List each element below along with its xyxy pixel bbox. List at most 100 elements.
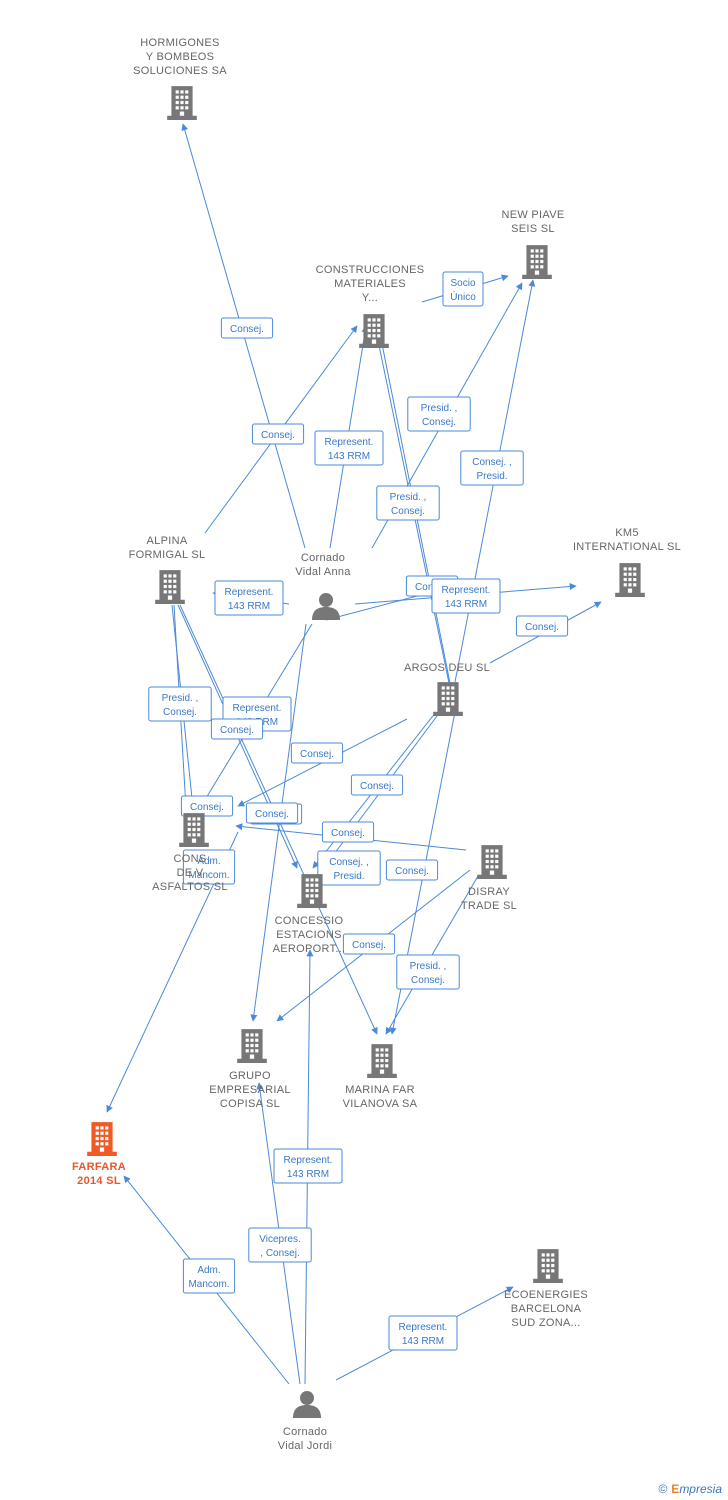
edge-label-text: 143 RRM bbox=[287, 1169, 329, 1180]
edge-label-box bbox=[314, 430, 384, 466]
edge-label-box bbox=[245, 802, 299, 824]
node-label: KM5 bbox=[615, 527, 639, 539]
edge-label-text: Consej. bbox=[230, 324, 264, 335]
edge-label[interactable]: Represent.143 RRM bbox=[314, 430, 384, 466]
edge-label-box bbox=[210, 718, 264, 740]
edge-label-text: Presid. bbox=[476, 471, 507, 482]
edge-label-text: Mancom. bbox=[188, 870, 229, 881]
edge-label[interactable]: Vicepres., Consej. bbox=[248, 1227, 312, 1263]
edge-label[interactable]: Consej. bbox=[385, 859, 439, 881]
edge-label[interactable]: Consej. bbox=[515, 615, 569, 637]
node-label: DISRAY bbox=[468, 886, 510, 898]
edge-label[interactable]: Consej. bbox=[350, 774, 404, 796]
building-icon bbox=[167, 86, 197, 120]
edge-label[interactable]: Presid. , Consej. bbox=[407, 396, 471, 432]
edge-label[interactable]: Adm. Mancom. bbox=[182, 1258, 236, 1294]
edge-label-text: Presid. bbox=[333, 871, 364, 882]
edge-label[interactable]: Represent. 143 RRM bbox=[214, 580, 284, 616]
node-argos[interactable]: ARGOS DEU SL bbox=[404, 662, 490, 716]
edge-label[interactable]: Consej. bbox=[290, 742, 344, 764]
node-construcciones[interactable]: CONSTRUCCIONESMATERIALESY... bbox=[316, 264, 425, 348]
node-label: MARINA FAR bbox=[345, 1084, 415, 1096]
building-icon bbox=[522, 245, 552, 279]
edge-label[interactable]: Presid. ,Consej. bbox=[148, 686, 212, 722]
building-icon bbox=[155, 570, 185, 604]
edge-label-text: Consej. bbox=[220, 725, 254, 736]
node-label: BARCELONA bbox=[511, 1303, 582, 1315]
copyright-symbol: © bbox=[658, 1482, 668, 1496]
edge-label-text: Consej. bbox=[352, 940, 386, 951]
edge-label-text: Consej. , bbox=[472, 457, 511, 468]
edge-label-text: Consej. bbox=[255, 809, 289, 820]
edge-label[interactable]: Consej. bbox=[210, 718, 264, 740]
edge-label-box bbox=[248, 1227, 312, 1263]
edge-label-text: Consej. , bbox=[329, 857, 368, 868]
edge-label-box bbox=[182, 849, 236, 885]
edge-label-text: Represent. bbox=[225, 587, 274, 598]
edge-label[interactable]: Adm. Mancom. bbox=[182, 849, 236, 885]
node-label: EMPRESARIAL bbox=[209, 1084, 291, 1096]
node-label: CONSTRUCCIONES bbox=[316, 264, 425, 276]
edge-label-text: Mancom. bbox=[188, 1279, 229, 1290]
node-label: Vidal Anna bbox=[295, 566, 351, 578]
node-label: COPISA SL bbox=[220, 1098, 280, 1110]
edge-label[interactable]: Consej. , Presid. bbox=[460, 450, 524, 486]
edge-label-box bbox=[182, 1258, 236, 1294]
edge-label-text: Consej. bbox=[422, 417, 456, 428]
node-concessio[interactable]: CONCESSIOESTACIONSAEROPORT... bbox=[273, 874, 346, 955]
node-label: GRUPO bbox=[229, 1070, 271, 1082]
edge-label-text: Adm. bbox=[197, 1265, 220, 1276]
edge-label-box bbox=[442, 271, 484, 307]
edge-label[interactable]: Consej. bbox=[251, 423, 305, 445]
edge-label[interactable]: Consej. bbox=[342, 933, 396, 955]
edge-label-text: Consej. bbox=[190, 802, 224, 813]
building-icon bbox=[615, 563, 645, 597]
edge-label-box bbox=[350, 774, 404, 796]
edge-label-text: Consej. bbox=[525, 622, 559, 633]
edge-label-text: Adm. bbox=[197, 856, 220, 867]
building-icon bbox=[297, 874, 327, 908]
edge-label-text: Presid. , bbox=[421, 403, 458, 414]
edge-label-box bbox=[376, 485, 440, 521]
edge-label[interactable]: Consej. bbox=[245, 802, 299, 824]
edge-label[interactable]: Presid. ,Consej. bbox=[376, 485, 440, 521]
edge-label[interactable]: Consej. bbox=[321, 821, 375, 843]
node-label: FARFARA bbox=[72, 1161, 126, 1173]
edge-label-text: Consej. bbox=[261, 430, 295, 441]
edge-label[interactable]: Consej. bbox=[180, 795, 234, 817]
building-icon bbox=[533, 1249, 563, 1283]
node-label: ALPINA bbox=[147, 535, 188, 547]
edge-label[interactable]: Consej. , Presid. bbox=[317, 850, 381, 886]
edge-label-box bbox=[273, 1148, 343, 1184]
edge-label[interactable]: Represent.143 RRM bbox=[431, 578, 501, 614]
brand-logo-text: mpresia bbox=[679, 1482, 722, 1496]
edge-label[interactable]: Consej. bbox=[220, 317, 274, 339]
building-icon bbox=[237, 1029, 267, 1063]
edge-label-box bbox=[148, 686, 212, 722]
edge-label-box bbox=[251, 423, 305, 445]
edge-label[interactable]: Presid. , Consej. bbox=[396, 954, 460, 990]
edge-label-box bbox=[431, 578, 501, 614]
edge-label-text: Presid. , bbox=[410, 961, 447, 972]
edge-label-text: Represent. bbox=[284, 1155, 333, 1166]
edge-label-text: Vicepres. bbox=[259, 1234, 301, 1245]
node-grupo[interactable]: GRUPO EMPRESARIAL COPISA SL bbox=[209, 1029, 291, 1110]
node-label: ARGOS DEU SL bbox=[404, 662, 490, 674]
brand-logo-initial: E bbox=[671, 1482, 680, 1496]
edge-label-text: 143 RRM bbox=[228, 601, 270, 612]
edge-label-text: Consej. bbox=[411, 975, 445, 986]
edge-label[interactable]: Represent.143 RRM bbox=[388, 1315, 458, 1351]
edge-label[interactable]: Represent. 143 RRM bbox=[273, 1148, 343, 1184]
